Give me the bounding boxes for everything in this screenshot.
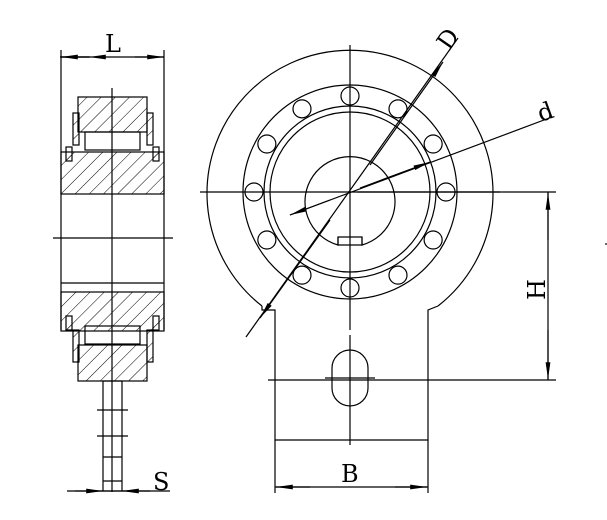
ball xyxy=(388,99,408,119)
dimension-label-L: L xyxy=(105,30,121,58)
dimension-label-S: S xyxy=(153,468,169,496)
side-view xyxy=(53,50,173,494)
dimension-label-B: B xyxy=(341,460,359,488)
ball xyxy=(292,99,312,119)
ball xyxy=(292,265,312,285)
ball xyxy=(423,134,443,154)
dimension-label-H: H xyxy=(523,279,551,300)
ball xyxy=(388,265,408,285)
ball xyxy=(257,134,277,154)
ball xyxy=(423,230,443,250)
dimension-label-D: D xyxy=(431,23,465,55)
front-view xyxy=(200,37,607,493)
ball xyxy=(257,230,277,250)
